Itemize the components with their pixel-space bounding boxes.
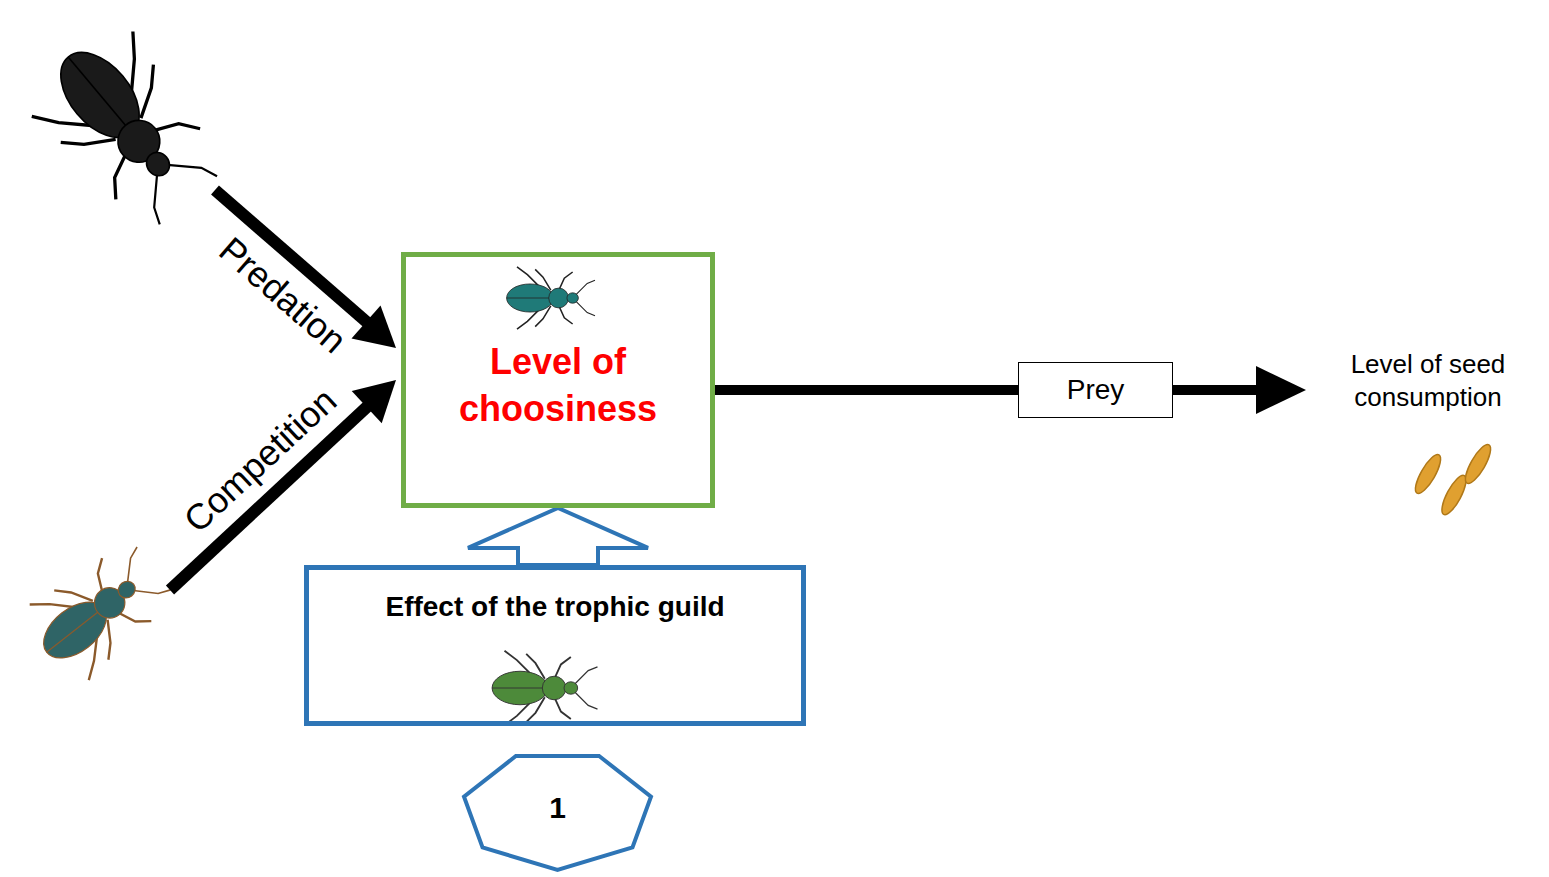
seed-icons <box>1411 441 1495 517</box>
competitor-beetle <box>17 531 183 690</box>
prey-box: Prey <box>1018 362 1173 418</box>
connector <box>468 508 648 565</box>
choosiness-box: Level of choosiness <box>401 252 715 508</box>
node-text: 1 <box>549 790 566 826</box>
connector-line <box>715 385 1018 395</box>
predator-beetle <box>18 15 239 243</box>
node-text: Effect of the trophic guild <box>385 590 724 624</box>
connector <box>715 390 1018 391</box>
interaction-label: Predation <box>210 227 356 362</box>
consumption-arrow <box>1173 366 1306 414</box>
node-text: Prey <box>1067 373 1125 407</box>
trophic-guild-box: Effect of the trophic guild <box>304 565 806 726</box>
block-arrow <box>468 508 648 565</box>
callout-heptagon: 1 <box>460 752 655 874</box>
outcome-label: Level of seed consumption <box>1312 348 1544 413</box>
interaction-label: Competition <box>174 378 345 542</box>
node-text: Level of choosiness <box>420 339 696 433</box>
guild-beetle-icon <box>492 651 597 725</box>
focal-beetle-icon <box>507 267 595 329</box>
heptagon-outline <box>464 756 651 870</box>
